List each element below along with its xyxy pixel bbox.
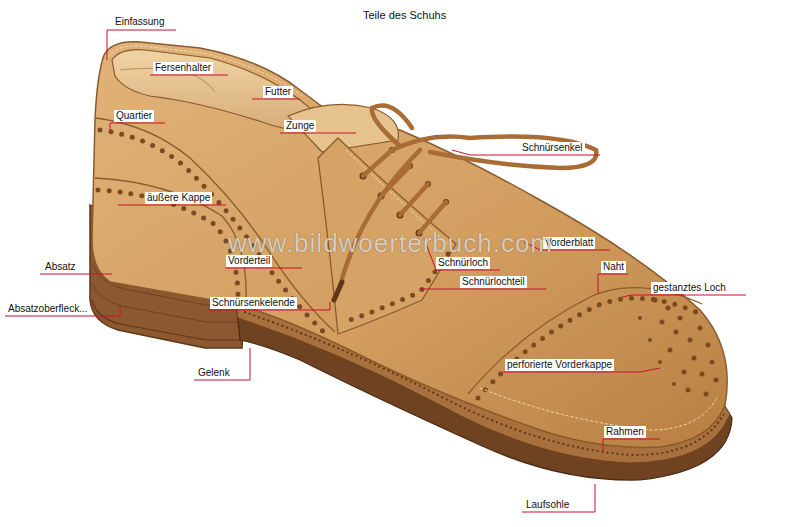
part-label: Quartier — [114, 110, 154, 122]
part-label: Laufsohle — [524, 499, 571, 511]
part-label: Absatzoberfleck... — [6, 303, 89, 315]
part-label: Fersenhalter — [153, 62, 213, 74]
medallion — [638, 298, 719, 397]
part-label: Schnürsenkel — [520, 142, 585, 154]
watermark: www.bildwoerterbuch.com — [228, 228, 553, 258]
counter-seam — [95, 178, 246, 302]
part-label: Rahmen — [604, 426, 646, 438]
upper — [92, 42, 727, 448]
toecap-seam — [468, 288, 702, 394]
part-label: äußere Kappe — [145, 192, 212, 204]
leader-line — [603, 439, 660, 452]
leader-line — [598, 274, 628, 294]
leader-line — [40, 274, 112, 275]
leader-line — [118, 205, 226, 206]
leader-line — [280, 133, 356, 134]
laces — [334, 106, 596, 301]
eyelets — [360, 147, 450, 237]
leader-line — [225, 268, 302, 269]
part-label: Absatz — [43, 261, 78, 273]
part-label: Schnürsenkelende — [210, 297, 297, 309]
part-label: perforierte Vorderkappe — [505, 359, 614, 371]
part-label: Schnürloch — [436, 257, 490, 269]
part-label: Gelenk — [196, 367, 232, 379]
perforation — [98, 190, 238, 298]
stitching — [480, 388, 718, 430]
part-label: Futter — [263, 86, 293, 98]
upper-body — [92, 42, 727, 448]
part-label: gestanztes Loch — [651, 282, 728, 294]
quarter-seam — [96, 118, 335, 332]
leader-line — [150, 75, 228, 76]
perforation — [478, 298, 696, 398]
leader-line — [252, 99, 300, 100]
lace — [340, 106, 596, 287]
aglet — [334, 282, 342, 300]
leader-line — [110, 123, 165, 130]
leader-line — [622, 295, 746, 297]
perforation — [344, 254, 448, 322]
leader-line — [420, 289, 546, 290]
leader-line — [107, 30, 176, 60]
diagram-title: Teile des Schuhs — [363, 9, 446, 22]
leader-line — [522, 484, 595, 512]
leader-line — [194, 348, 250, 380]
part-label: Einfassung — [113, 16, 166, 28]
part-label: Naht — [601, 261, 626, 273]
part-label: Schnürlochteil — [460, 276, 527, 288]
leader-lines — [5, 30, 746, 512]
part-label: Zunge — [284, 120, 316, 132]
